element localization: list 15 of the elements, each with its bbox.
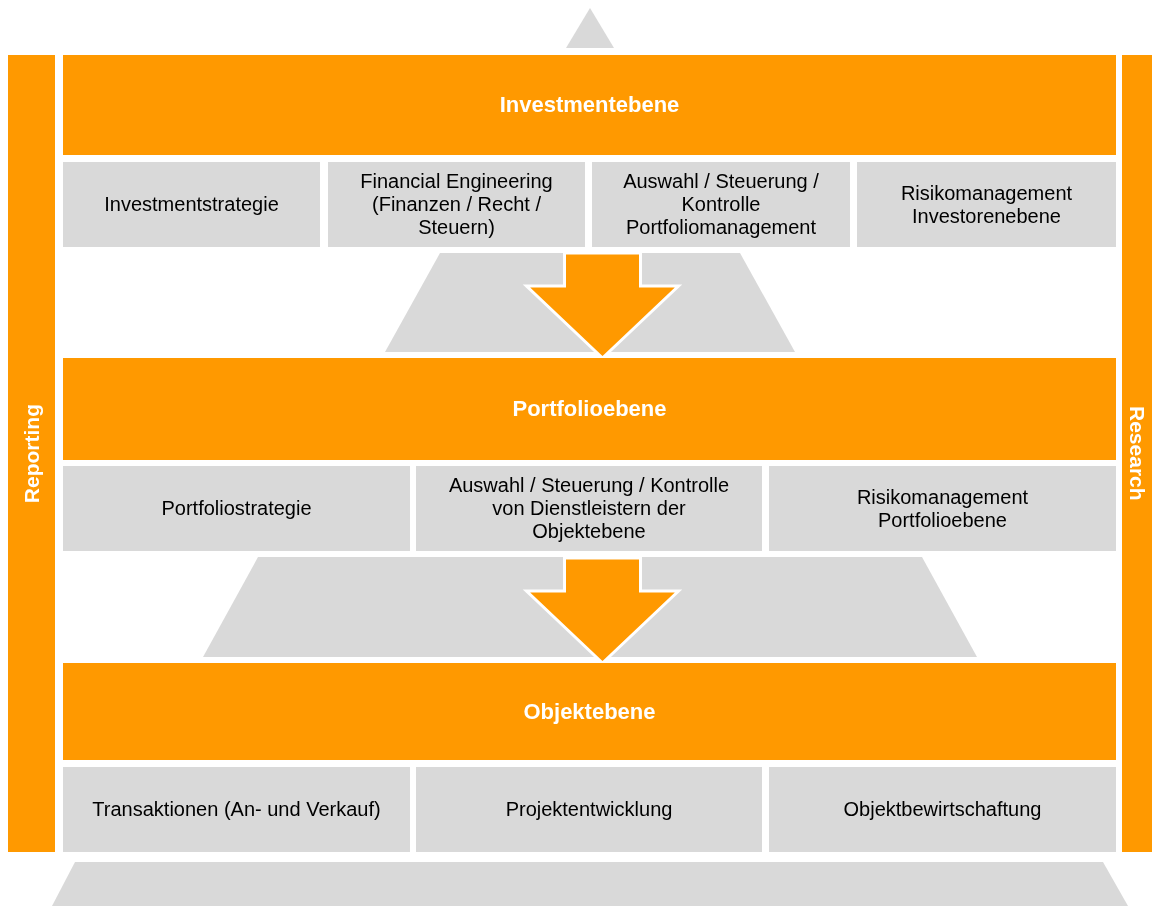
task-box: Projektentwicklung	[416, 767, 762, 852]
level-header-bar: Investmentebene	[63, 55, 1116, 155]
level-header-bar: Portfolioebene	[63, 358, 1116, 460]
task-box: Objektbewirtschaftung	[769, 767, 1116, 852]
task-box: Portfoliostrategie	[63, 466, 410, 551]
task-box: Risikomanagement Portfolioebene	[769, 466, 1116, 551]
task-box: Auswahl / Steuerung / Kontrolle Portfoliomanagement	[592, 162, 850, 247]
task-box: Investmentstrategie	[63, 162, 320, 247]
level-header-bar: Objektebene	[63, 663, 1116, 760]
task-box: Auswahl / Steuerung / Kontrolle von Dienstleistern der Objektebene	[416, 466, 762, 551]
task-box: Transaktionen (An- und Verkauf)	[63, 767, 410, 852]
task-box: Financial Engineering (Finanzen / Recht / Steuern)	[328, 162, 585, 247]
side-bar: Research	[1122, 55, 1152, 852]
side-bar: Reporting	[8, 55, 55, 852]
task-box: Risikomanagement Investorenebene	[857, 162, 1116, 247]
